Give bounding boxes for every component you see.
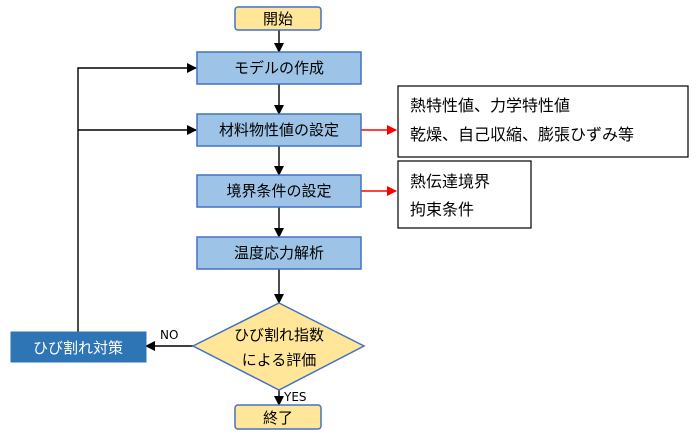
material-node: 材料物性値の設定	[196, 113, 362, 147]
end-node: 終了	[234, 404, 322, 430]
boundary-note: 熱伝達境界 拘束条件	[397, 160, 532, 229]
edge-countermeasure-loop	[77, 63, 197, 332]
no-label: NO	[160, 328, 178, 342]
boundary-note-line1: 熱伝達境界	[410, 172, 490, 191]
model-node: モデルの作成	[196, 51, 362, 85]
decision-node: ひび割れ指数 による評価	[191, 302, 366, 391]
material-note-line2: 乾燥、自己収縮、膨張ひずみ等	[410, 125, 634, 144]
countermeasure-label: ひび割れ対策	[33, 339, 123, 357]
boundary-node: 境界条件の設定	[196, 174, 362, 208]
material-note-line1: 熱特性値、力学特性値	[410, 96, 570, 115]
analysis-node: 温度応力解析	[196, 236, 362, 270]
boundary-label: 境界条件の設定	[226, 182, 331, 200]
decision-label-line2: による評価	[242, 351, 317, 369]
boundary-note-line2: 拘束条件	[410, 200, 474, 219]
decision-label-line1: ひび割れ指数	[234, 326, 324, 344]
countermeasure-node: ひび割れ対策	[10, 331, 147, 363]
connectors	[77, 30, 284, 406]
start-node: 開始	[234, 6, 322, 31]
material-note: 熱特性値、力学特性値 乾燥、自己収縮、膨張ひずみ等	[397, 85, 689, 158]
yes-label: YES	[283, 390, 307, 404]
analysis-label: 温度応力解析	[234, 244, 324, 262]
end-label: 終了	[263, 409, 293, 427]
model-label: モデルの作成	[234, 59, 324, 77]
material-label: 材料物性値の設定	[219, 121, 339, 139]
start-label: 開始	[263, 10, 293, 28]
note-connectors	[361, 125, 397, 196]
